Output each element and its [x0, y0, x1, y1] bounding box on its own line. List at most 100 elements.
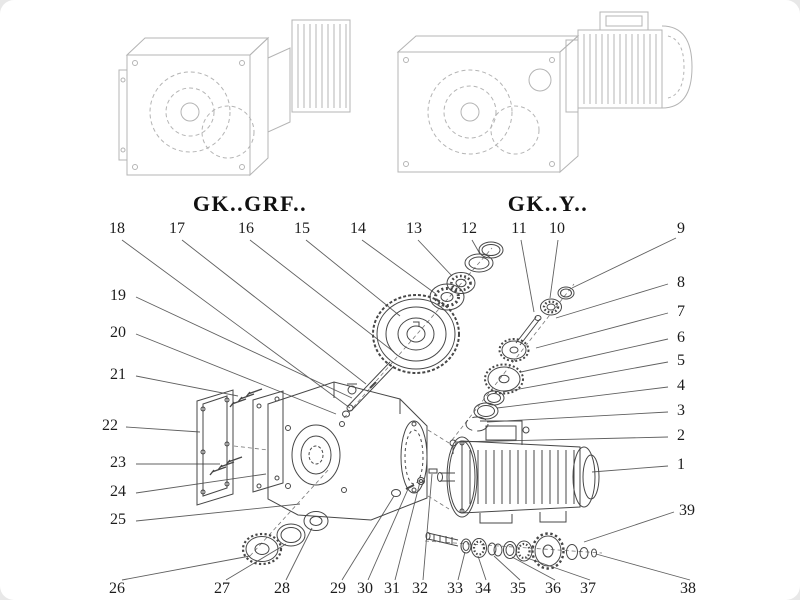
- assembled-view-gk-grf: [118, 19, 351, 177]
- callout-24: 24: [110, 483, 126, 500]
- motor-terminal-box: [599, 11, 649, 31]
- callout-12: 12: [461, 220, 477, 237]
- shaft-bore: [180, 102, 200, 122]
- bolt-hole: [132, 60, 138, 66]
- callout-27: 27: [214, 580, 230, 597]
- bolt-hole: [120, 147, 126, 153]
- part-bolts-upper: [229, 388, 263, 408]
- callout-38: 38: [680, 580, 696, 597]
- part-gear-housing: [267, 381, 428, 521]
- assembled-view-gk-y: [396, 11, 693, 174]
- gear-circle-hidden: [443, 85, 497, 139]
- callout-20: 20: [110, 324, 126, 341]
- assembly-axes: [233, 247, 603, 557]
- callout-4: 4: [677, 377, 685, 394]
- part-small-fasteners: [391, 468, 438, 497]
- figure-label-gk-grf: GK..GRF..: [192, 191, 308, 216]
- part-bearing-large: [429, 283, 465, 311]
- input-shaft-circle: [528, 68, 552, 92]
- part-flange-plate: [196, 389, 234, 506]
- part-motor: [437, 420, 600, 524]
- part-ring-9: [557, 286, 575, 300]
- callout-8: 8: [677, 274, 685, 291]
- bolt-hole: [239, 164, 245, 170]
- housing-side-face: [559, 34, 579, 174]
- motor-fan-cover: [661, 25, 693, 109]
- callout-9: 9: [677, 220, 685, 237]
- callout-18: 18: [109, 220, 125, 237]
- callout-13: 13: [406, 220, 422, 237]
- part-retaining-rings: [464, 241, 504, 273]
- callout-35: 35: [510, 580, 526, 597]
- bolt-hole: [120, 77, 126, 83]
- part-seal-ring-27: [276, 523, 306, 547]
- motor-flange: [565, 39, 579, 113]
- part-input-shaft: [342, 361, 395, 418]
- part-cover-28: [303, 511, 329, 531]
- part-bevel-gear: [484, 363, 524, 395]
- shaft-bore: [460, 102, 480, 122]
- callout-16: 16: [238, 220, 254, 237]
- callout-7: 7: [677, 303, 685, 320]
- fan-cover-vents: [667, 35, 685, 99]
- figure-label-gk-y: GK..Y..: [507, 191, 589, 216]
- bolt-hole: [403, 57, 409, 63]
- housing-top-face: [125, 37, 270, 56]
- gear-circle-hidden: [201, 105, 255, 159]
- callout-33: 33: [447, 580, 463, 597]
- callout-21: 21: [110, 366, 126, 383]
- part-ring-4: [473, 402, 499, 420]
- callout-26: 26: [109, 580, 125, 597]
- callout-25: 25: [110, 511, 126, 528]
- callout-22: 22: [102, 417, 118, 434]
- callout-19: 19: [110, 287, 126, 304]
- gear-circle-hidden: [149, 71, 231, 153]
- motor-fins: [583, 34, 657, 104]
- part-output-shaft-assembly: [425, 532, 597, 570]
- part-large-gear: [372, 294, 460, 374]
- callout-1: 1: [677, 456, 685, 473]
- callout-11: 11: [511, 220, 527, 237]
- callout-23: 23: [110, 454, 126, 471]
- callout-3: 3: [677, 402, 685, 419]
- callout-32: 32: [412, 580, 428, 597]
- callout-34: 34: [475, 580, 491, 597]
- callout-6: 6: [677, 329, 685, 346]
- callout-36: 36: [545, 580, 561, 597]
- part-bearing-10: [540, 298, 562, 316]
- finned-cover-outline: [291, 19, 351, 113]
- housing-side-face: [249, 36, 269, 177]
- part-bolts-lower: [209, 456, 243, 476]
- housing-left-flange: [118, 69, 128, 161]
- housing-top-face: [396, 35, 580, 53]
- bolt-hole: [549, 57, 555, 63]
- callout-15: 15: [294, 220, 310, 237]
- gear-circle-hidden: [427, 69, 513, 155]
- finned-cover-fins: [297, 24, 347, 108]
- housing-front-face: [126, 54, 251, 176]
- callout-39: 39: [679, 502, 695, 519]
- gear-circle-hidden: [490, 105, 540, 155]
- input-adapter: [267, 47, 291, 133]
- callout-37: 37: [580, 580, 596, 597]
- part-bearing-small: [446, 272, 476, 294]
- bolt-hole: [239, 60, 245, 66]
- part-pinion-shaft: [498, 315, 542, 362]
- leader-lines: [121, 237, 691, 581]
- part-snap-ring-3: [465, 416, 489, 432]
- callout-5: 5: [677, 352, 685, 369]
- callout-31: 31: [384, 580, 400, 597]
- callout-2: 2: [677, 427, 685, 444]
- callout-28: 28: [274, 580, 290, 597]
- callout-10: 10: [549, 220, 565, 237]
- part-toothed-ring-26: [241, 532, 283, 566]
- callout-30: 30: [357, 580, 373, 597]
- callout-14: 14: [350, 220, 366, 237]
- gear-circle-hidden: [165, 87, 215, 137]
- bolt-hole: [549, 161, 555, 167]
- callout-17: 17: [169, 220, 185, 237]
- callout-29: 29: [330, 580, 346, 597]
- bolt-hole: [403, 161, 409, 167]
